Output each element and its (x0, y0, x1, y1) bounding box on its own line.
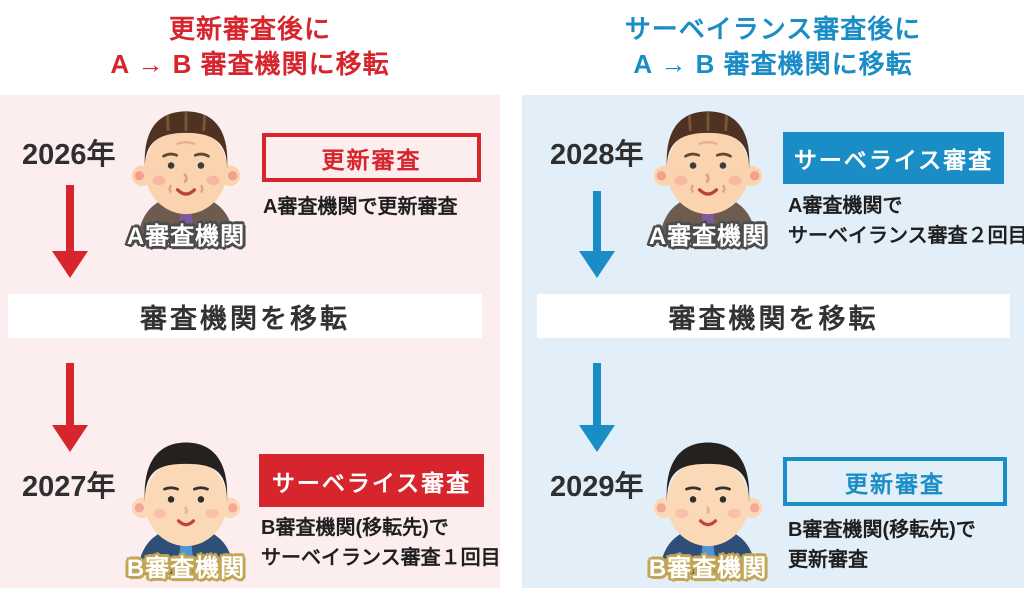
left-top-caption: A審査機関で更新審査 (263, 196, 458, 218)
young-man-auditor-icon (653, 442, 763, 575)
left-bottom-caption: B審査機関(移転先)で サーベイランス審査１回目 (261, 517, 501, 569)
auditor-b-label: B審査機関 (648, 555, 768, 582)
left-title-line1: 更新審査後に (168, 14, 331, 44)
auditor-a-label: A審査機関 (126, 223, 246, 250)
surveillance-audit-badge: サーベライス審査 (259, 454, 484, 507)
auditor-a-figure: A審査機関 (649, 103, 766, 250)
down-arrow-icon (579, 363, 615, 452)
down-arrow-icon (52, 363, 88, 452)
right-title-line1: サーベイランス審査後に (624, 14, 922, 44)
transfer-bar: 審査機関を移転 (8, 294, 482, 338)
down-arrow-icon (52, 185, 88, 278)
right-top-caption: A審査機関で サーベイランス審査２回目 (788, 195, 1024, 247)
auditor-b-label: B審査機関 (126, 555, 246, 582)
old-man-auditor-icon (131, 111, 241, 243)
auditor-a-figure: A審査機関 (127, 103, 244, 250)
old-man-auditor-icon (653, 111, 763, 243)
year-2029: 2029年 (550, 471, 644, 503)
young-man-auditor-icon (131, 442, 241, 575)
right-bottom-caption: B審査機関(移転先)で 更新審査 (788, 519, 976, 571)
transfer-bar: 審査機関を移転 (537, 294, 1010, 338)
auditor-b-figure: B審査機関 (649, 435, 766, 582)
auditor-a-label: A審査機関 (648, 223, 768, 250)
year-2026: 2026年 (22, 139, 116, 171)
auditor-b-figure: B審査機関 (127, 435, 244, 582)
surveillance-audit-badge: サーベライス審査 (783, 132, 1004, 184)
left-column-title: 更新審査後に A → B 審査機関に移転 (0, 12, 500, 82)
year-2027: 2027年 (22, 471, 116, 503)
left-title-line2: A → B 審査機関に移転 (110, 49, 390, 79)
renewal-audit-badge: 更新審査 (783, 457, 1007, 506)
down-arrow-icon (579, 191, 615, 278)
year-2028: 2028年 (550, 139, 644, 171)
renewal-transfer-panel: 2026年 A審査機関 (0, 95, 501, 588)
renewal-audit-badge: 更新審査 (262, 133, 481, 182)
right-column-title: サーベイランス審査後に A → B 審査機関に移転 (522, 12, 1024, 82)
surveillance-transfer-panel: 2028年 A審査機関 (522, 95, 1024, 588)
right-title-line2: A → B 審査機関に移転 (633, 49, 913, 79)
